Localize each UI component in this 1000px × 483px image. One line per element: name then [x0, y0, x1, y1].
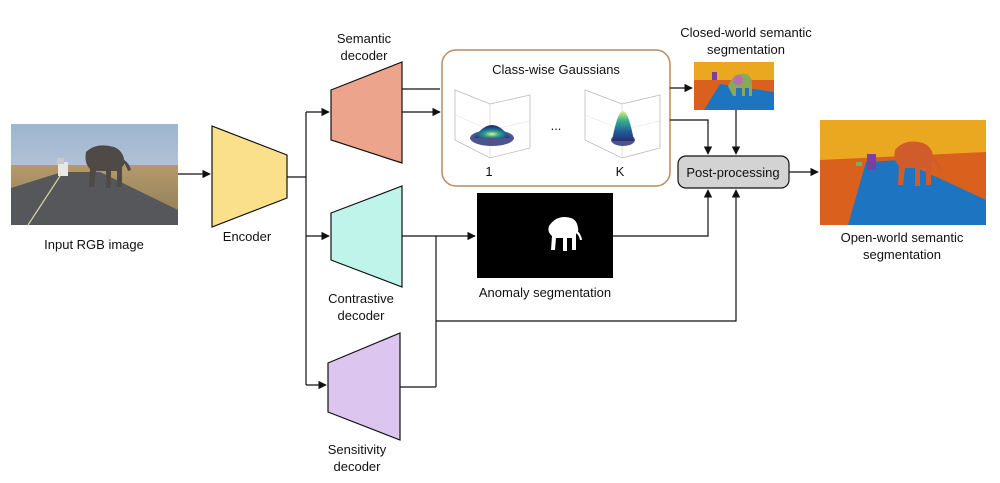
- closed-world-label-1: Closed-world semantic: [680, 25, 812, 40]
- contrastive-decoder-block: [330, 185, 403, 288]
- sensitivity-decoder-block: [327, 332, 401, 441]
- closed-world-label-2: segmentation: [707, 42, 785, 57]
- arrow-anomaly-to-post-processing: [613, 189, 713, 237]
- closed-world-segmentation-image: [694, 62, 774, 110]
- gaussians-title: Class-wise Gaussians: [492, 62, 620, 77]
- sensitivity-decoder-label-2: decoder: [334, 459, 382, 474]
- open-world-label-1: Open-world semantic: [841, 230, 964, 245]
- semantic-decoder-label-2: decoder: [341, 48, 389, 63]
- input-image-label: Input RGB image: [44, 237, 144, 252]
- sensitivity-decoder-label-1: Sensitivity: [328, 442, 387, 457]
- encoder-label: Encoder: [223, 229, 272, 244]
- contrastive-decoder-label-2: decoder: [338, 308, 386, 323]
- anomaly-segmentation-image: [477, 193, 613, 278]
- encoder-block: [211, 125, 288, 228]
- semantic-decoder-label-1: Semantic: [337, 31, 392, 46]
- gaussian-plot-1: [454, 89, 531, 159]
- anomaly-segmentation-label: Anomaly segmentation: [479, 285, 611, 300]
- input-rgb-image: [11, 124, 178, 226]
- arrow-sensitivity-to-post-processing: [436, 189, 741, 322]
- gaussian-plot-k: [584, 89, 661, 159]
- class-wise-gaussians-box: [441, 49, 671, 187]
- arrow-gaussians-to-post-processing: [670, 119, 713, 155]
- gaussian-last-label: K: [616, 164, 625, 179]
- contrastive-decoder-label-1: Contrastive: [328, 291, 394, 306]
- gaussian-ellipsis: ...: [551, 118, 562, 133]
- gaussian-first-label: 1: [485, 164, 492, 179]
- open-world-segmentation-image: [820, 120, 986, 225]
- semantic-decoder-block: [330, 61, 403, 164]
- open-world-label-2: segmentation: [863, 247, 941, 262]
- post-processing-label: Post-processing: [686, 165, 779, 180]
